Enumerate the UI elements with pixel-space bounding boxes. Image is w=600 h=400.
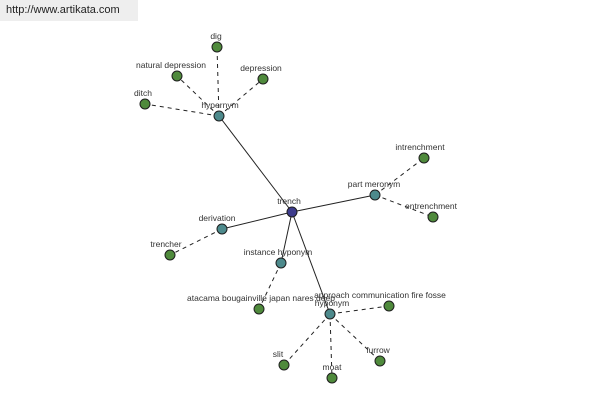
edge-trench-part-meronym: [291, 194, 376, 213]
edge-hyponym-furrow: [329, 313, 381, 362]
edge-hyponym-slit: [283, 313, 331, 366]
primary-edges: [218, 115, 376, 315]
secondary-edges: [144, 46, 434, 379]
node-slit[interactable]: [278, 359, 290, 371]
node-trench[interactable]: [286, 206, 298, 218]
labels: trench hypernym derivation part meronym …: [134, 31, 458, 372]
node-entrenchment[interactable]: [427, 211, 439, 223]
edge-part-meronym-intrenchment: [374, 157, 425, 196]
node-natural-depression[interactable]: [171, 70, 183, 82]
label-moat: moat: [323, 362, 343, 372]
node-intrenchment[interactable]: [418, 152, 430, 164]
node-part-meronym[interactable]: [369, 189, 381, 201]
label-instance-hyponym: instance hyponym: [244, 247, 313, 257]
label-furrow: furrow: [366, 345, 390, 355]
label-part-meronym: part meronym: [348, 179, 400, 189]
edge-trench-hypernym: [218, 115, 293, 213]
node-depression[interactable]: [257, 73, 269, 85]
node-atacama[interactable]: [253, 303, 265, 315]
node-dig[interactable]: [211, 41, 223, 53]
label-ditch: ditch: [134, 88, 152, 98]
edge-hypernym-depression: [218, 78, 264, 117]
node-moat[interactable]: [326, 372, 338, 384]
node-hyponym[interactable]: [324, 308, 336, 320]
label-approach: approach communication fire fosse: [314, 290, 446, 300]
label-natural-depression: natural depression: [136, 60, 206, 70]
edge-instance-hyponym-atacama: [258, 262, 282, 310]
node-instance-hyponym[interactable]: [275, 257, 287, 269]
label-intrenchment: intrenchment: [395, 142, 445, 152]
source-url[interactable]: http://www.artikata.com: [0, 0, 138, 21]
label-hypernym: hypernym: [201, 100, 238, 110]
label-trench: trench: [277, 196, 301, 206]
node-approach[interactable]: [383, 300, 395, 312]
label-depression: depression: [240, 63, 282, 73]
label-dig: dig: [210, 31, 222, 41]
node-furrow[interactable]: [374, 355, 386, 367]
edge-hyponym-moat: [329, 313, 333, 379]
label-derivation: derivation: [199, 213, 236, 223]
edge-trench-hyponym: [291, 211, 331, 315]
label-trencher: trencher: [150, 239, 181, 249]
node-derivation[interactable]: [216, 223, 228, 235]
label-entrenchment: entrenchment: [405, 201, 458, 211]
node-trencher[interactable]: [164, 249, 176, 261]
edge-derivation-trencher: [169, 228, 223, 256]
label-slit: slit: [273, 349, 284, 359]
edge-hypernym-natural-depression: [176, 75, 220, 117]
node-hypernym[interactable]: [213, 110, 225, 122]
node-ditch[interactable]: [139, 98, 151, 110]
nodes[interactable]: [139, 41, 439, 384]
edge-hypernym-dig: [216, 46, 220, 117]
edge-trench-instance-hyponym: [280, 211, 293, 264]
label-hyponym: hyponym: [315, 298, 350, 308]
edge-hyponym-approach: [329, 305, 390, 315]
edge-part-meronym-entrenchment: [374, 194, 434, 218]
edge-trench-derivation: [221, 211, 293, 230]
label-atacama: atacama bougainville japan nares deep: [187, 293, 335, 303]
